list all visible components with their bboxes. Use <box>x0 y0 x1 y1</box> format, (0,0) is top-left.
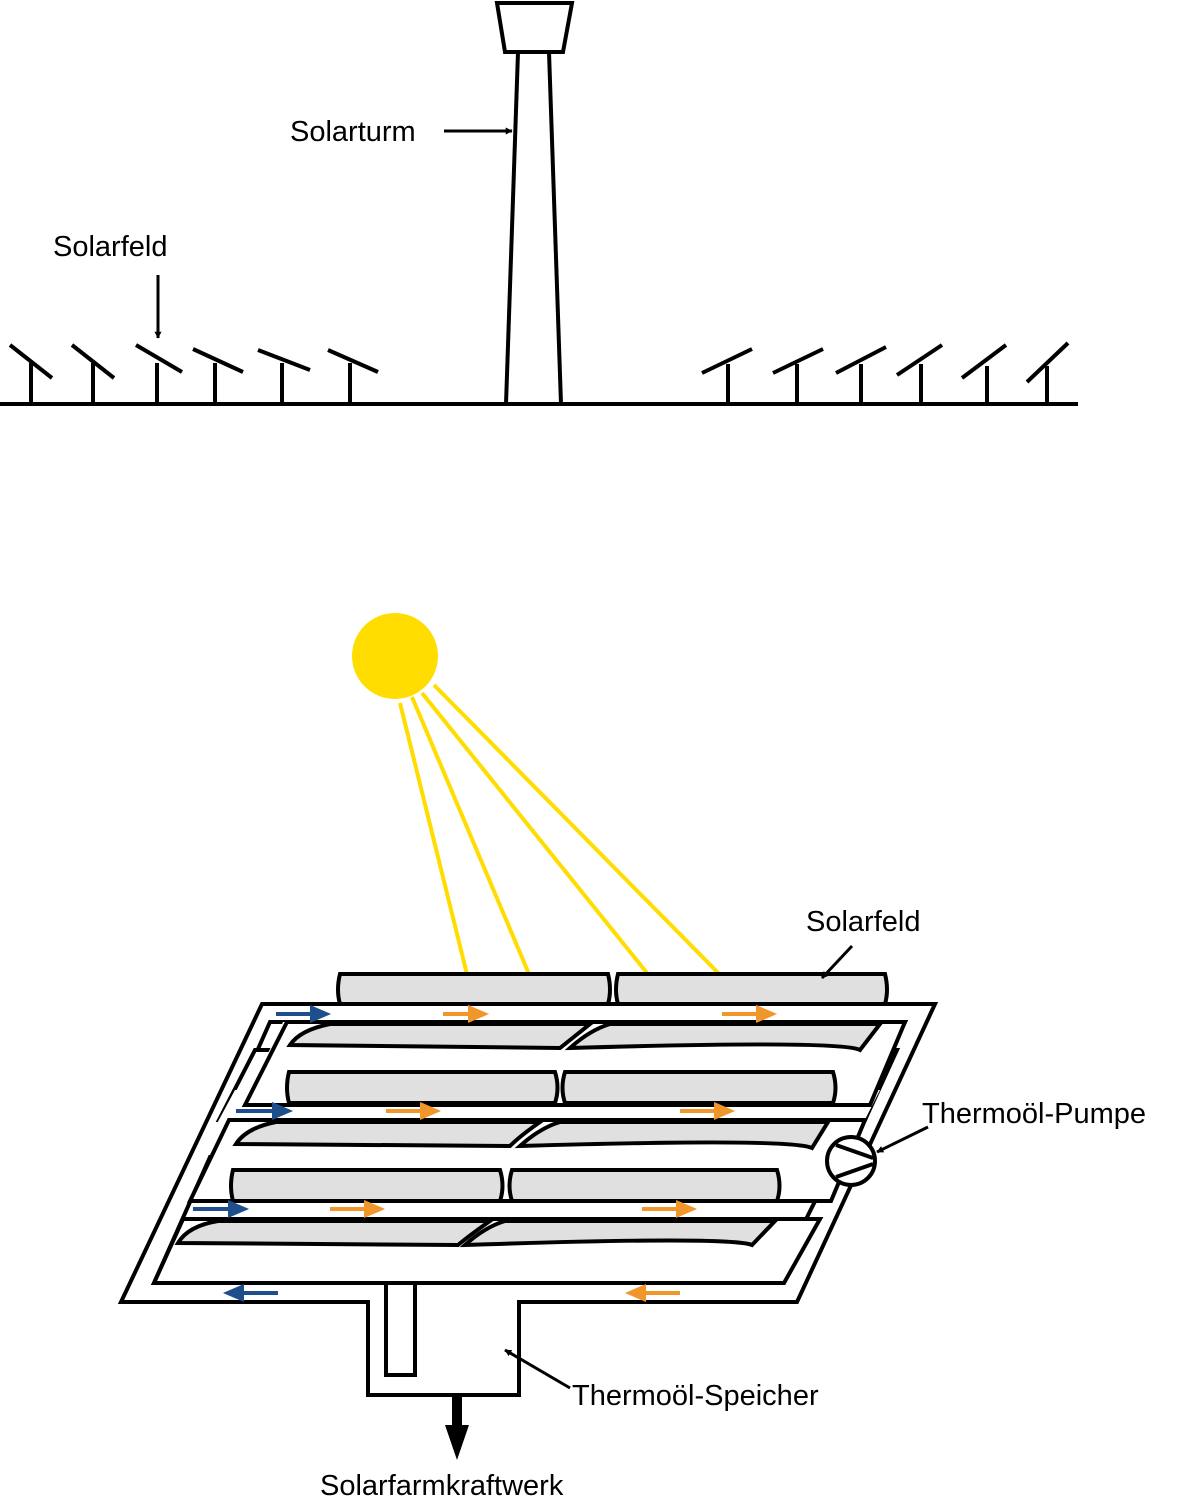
label-pumpe: Thermoöl-Pumpe <box>922 1098 1146 1130</box>
output-arrow <box>445 1395 469 1460</box>
flow-arrows-hot <box>330 1004 778 1303</box>
heliostat-icon <box>8 343 54 404</box>
arrow-pumpe <box>876 1125 929 1154</box>
heliostat-icon <box>134 343 184 404</box>
troughs <box>174 972 889 1248</box>
heliostat-icon <box>257 348 311 404</box>
solar-tower-section: Solarturm Solarfeld <box>0 1 1078 406</box>
label-speicher: Thermoöl-Speicher <box>572 1380 819 1412</box>
heliostat-icon <box>1025 341 1070 404</box>
pump-icon <box>825 1135 877 1187</box>
heliostat-icon <box>192 347 244 404</box>
arrow-solarfeld-bottom <box>820 944 854 980</box>
trough-field-section: Solarfeld Thermoöl-Pumpe Thermoöl-Speich… <box>117 613 1146 1502</box>
heliostats-right <box>701 341 1070 404</box>
tower-head <box>494 1 575 54</box>
label-solarfeld-bottom: Solarfeld <box>806 906 920 938</box>
label-solarfeld-top: Solarfeld <box>53 231 167 263</box>
arrow-speicher <box>504 1348 571 1390</box>
tower-shaft <box>503 50 564 406</box>
heliostat-icon <box>895 343 944 404</box>
heliostat-icon <box>701 347 753 404</box>
heliostat-icon <box>70 343 116 404</box>
label-solarturm: Solarturm <box>290 116 416 148</box>
sun-icon <box>352 613 438 699</box>
heliostat-icon <box>960 343 1008 404</box>
heliostat-icon <box>327 348 379 404</box>
heliostats-left <box>8 343 379 404</box>
flow-arrows-cold <box>193 1004 332 1303</box>
heliostat-icon <box>835 345 887 404</box>
label-kraftwerk: Solarfarmkraftwerk <box>320 1470 564 1502</box>
heliostat-icon <box>772 347 824 404</box>
